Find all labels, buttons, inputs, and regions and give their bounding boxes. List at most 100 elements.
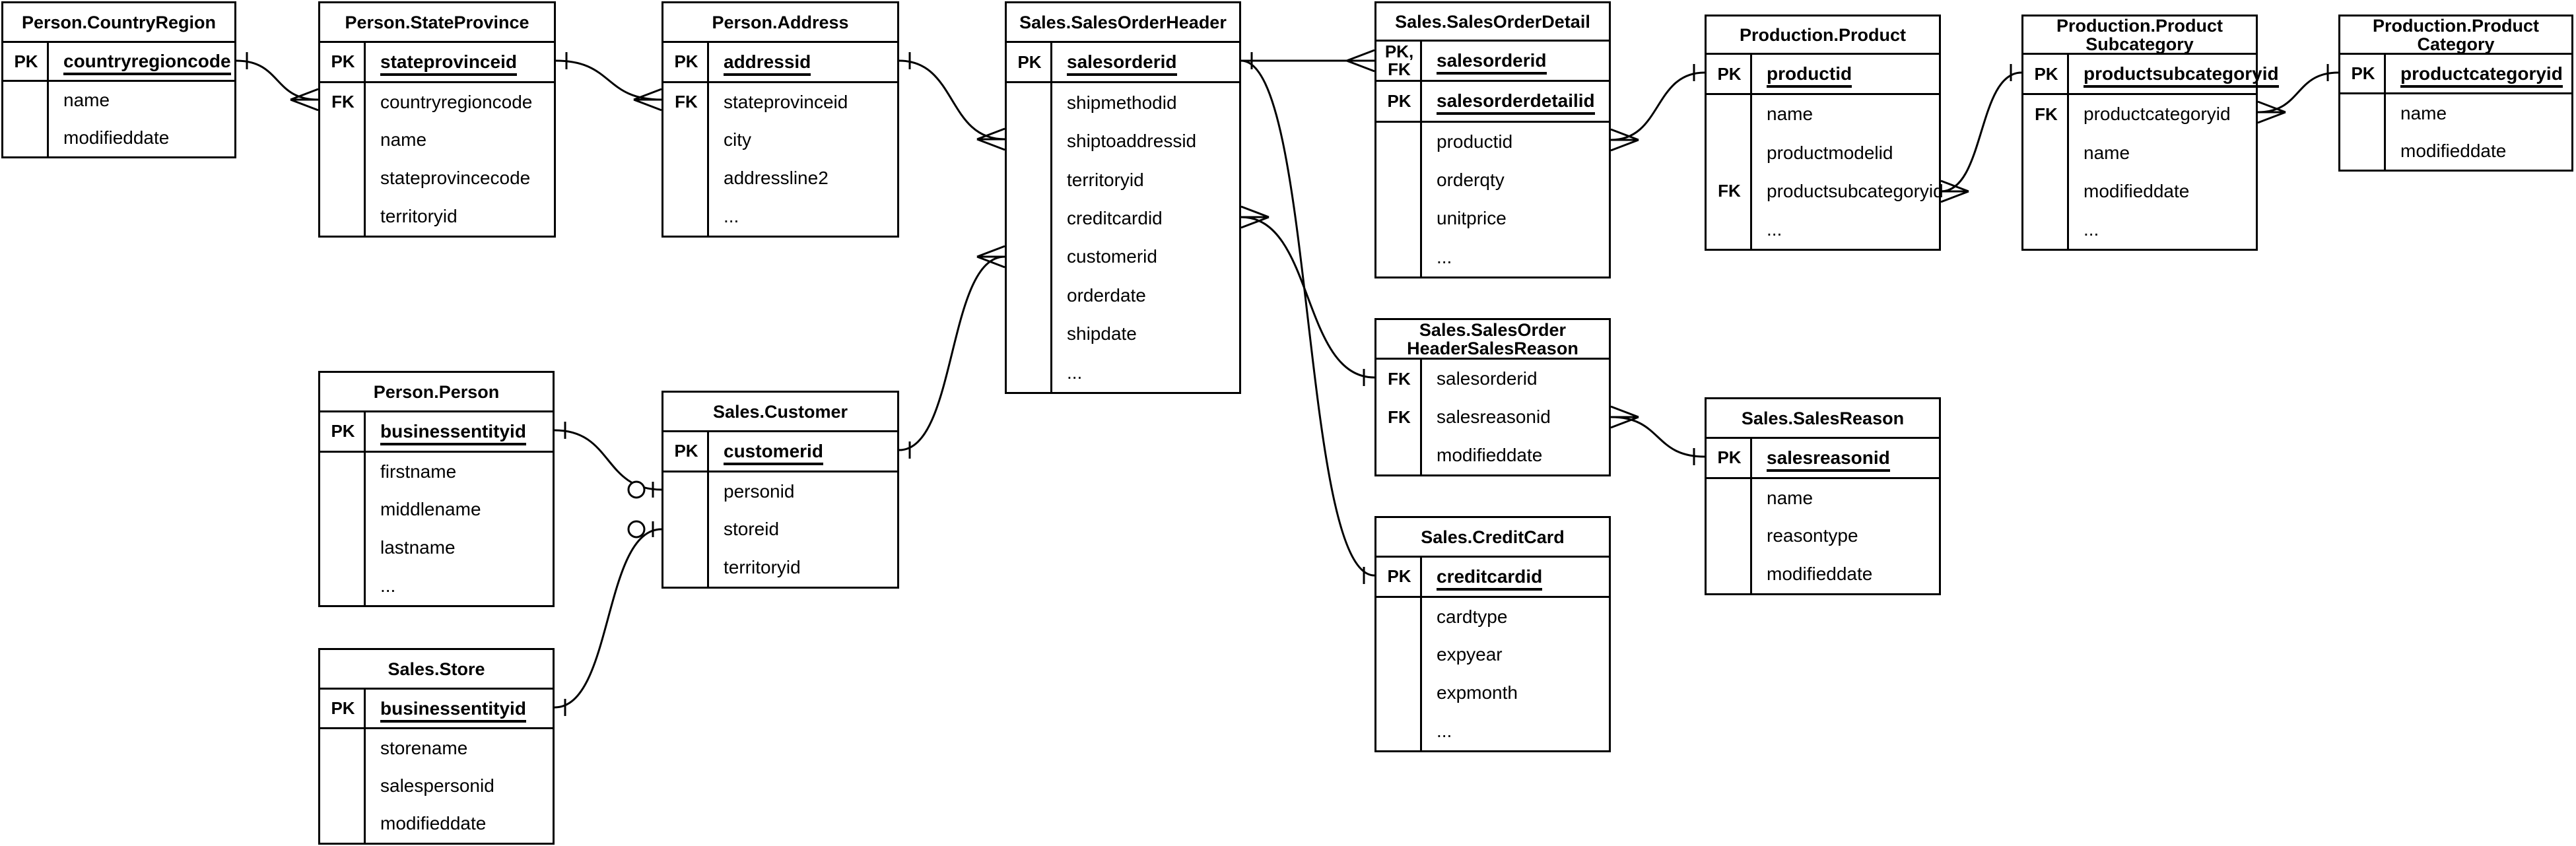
- table-title-line: Production.Product: [2373, 15, 2539, 36]
- key-badge-text: FK: [1718, 181, 1741, 201]
- field-name-cell: productid: [1752, 63, 1939, 88]
- relationship-line-headersalesreason-salesreason: [1610, 416, 1705, 458]
- field-name: territoryid: [1067, 169, 1144, 190]
- key-badge: PK: [2023, 65, 2069, 83]
- primary-key-field-name: countryregioncode: [63, 51, 231, 76]
- many-marker-countryregion-stateprovince: [290, 88, 319, 101]
- field-name: modifieddate: [2084, 180, 2190, 201]
- field-name-cell: territoryid: [1052, 170, 1239, 191]
- field-name-cell: salesorderdetailid: [1422, 90, 1609, 115]
- field-name-cell: name: [2069, 143, 2256, 164]
- field-name: addressline2: [724, 168, 829, 189]
- table-title: Production.Product: [1707, 16, 1939, 55]
- field-row-expyear: expyear: [1376, 636, 1609, 674]
- field-name-cell: modifieddate: [366, 813, 553, 834]
- relationship-line-product-productsubcategory: [1940, 71, 2022, 193]
- field-name-cell: shiptoaddressid: [1052, 131, 1239, 152]
- field-name: ...: [2084, 218, 2099, 240]
- field-name-cell: businessentityid: [366, 420, 553, 445]
- field-name-cell: addressline2: [709, 168, 897, 189]
- field-name-cell: stateprovinceid: [366, 51, 554, 76]
- relationship-line-customer-salesorderheader: [898, 255, 1005, 451]
- field-name: name: [1767, 487, 1813, 508]
- field-name-cell: salespersonid: [366, 775, 553, 797]
- primary-key-field-name: businessentityid: [380, 698, 526, 723]
- field-row-ellipsis: ...: [320, 567, 553, 605]
- table-title: Person.Address: [663, 3, 897, 43]
- field-name-cell: businessentityid: [366, 698, 553, 723]
- table-title-line: HeaderSalesReason: [1407, 338, 1578, 358]
- many-marker-stateprovince-address: [633, 98, 662, 112]
- field-name-cell: ...: [366, 575, 553, 597]
- field-row-modifieddate: modifieddate: [3, 119, 234, 156]
- key-badge: FK: [320, 93, 366, 111]
- key-badge: PK: [320, 422, 366, 440]
- field-row-name: name: [3, 82, 234, 119]
- relationship-line-countryregion-stateprovince: [236, 59, 319, 101]
- field-name-cell: ...: [2069, 219, 2256, 240]
- field-name: productsubcategoryid: [1767, 180, 1944, 201]
- field-name: name: [63, 90, 110, 111]
- key-badge: FK: [663, 93, 709, 111]
- many-marker-stateprovince-address: [633, 88, 662, 101]
- field-name: personid: [724, 480, 795, 502]
- primary-key-field-name: salesreasonid: [1767, 447, 1890, 472]
- field-row-name: name: [2023, 133, 2256, 172]
- field-name-cell: modifieddate: [1422, 445, 1609, 466]
- field-row-reasontype: reasontype: [1707, 517, 1939, 556]
- field-row-modifieddate: modifieddate: [1707, 555, 1939, 593]
- primary-key-field-name: addressid: [724, 51, 811, 76]
- field-name-cell: ...: [709, 206, 897, 227]
- field-name-cell: modifieddate: [1752, 564, 1939, 585]
- table-title: Sales.SalesReason: [1707, 399, 1939, 439]
- field-name: name: [2084, 142, 2130, 163]
- many-marker-productsubcategory-productcategory: [2257, 100, 2286, 114]
- field-name: modifieddate: [2400, 140, 2507, 161]
- field-name-cell: creditcardid: [1052, 208, 1239, 229]
- field-name: storeid: [724, 519, 780, 540]
- field-name: lastname: [380, 537, 456, 558]
- field-row-ellipsis: ...: [1707, 211, 1939, 249]
- primary-key-field-name: productid: [1767, 63, 1852, 88]
- many-marker-product-productsubcategory: [1940, 190, 1969, 203]
- field-name: unitprice: [1437, 208, 1507, 229]
- field-row-orderdate: orderdate: [1007, 277, 1239, 315]
- field-row-modifieddate: modifieddate: [2340, 132, 2571, 170]
- table-title: Sales.SalesOrderHeader: [1007, 3, 1239, 43]
- relationship-line-store-customer: [554, 528, 662, 709]
- field-row-name: name: [1707, 95, 1939, 133]
- field-name-cell: storename: [366, 738, 553, 759]
- table-title: Sales.SalesOrderDetail: [1376, 3, 1609, 42]
- key-column-divider: [47, 43, 49, 156]
- field-name-cell: productsubcategoryid: [2069, 63, 2279, 88]
- field-row-salesreasonid: PK salesreasonid: [1707, 439, 1939, 479]
- key-badge-text: PK: [1387, 90, 1411, 111]
- field-name-cell: name: [366, 129, 554, 150]
- key-badge: PK: [1707, 449, 1752, 467]
- field-name: shipdate: [1067, 323, 1137, 344]
- field-row-name: name: [2340, 94, 2571, 132]
- key-badge: PK: [1376, 92, 1422, 110]
- field-name: cardtype: [1437, 606, 1508, 627]
